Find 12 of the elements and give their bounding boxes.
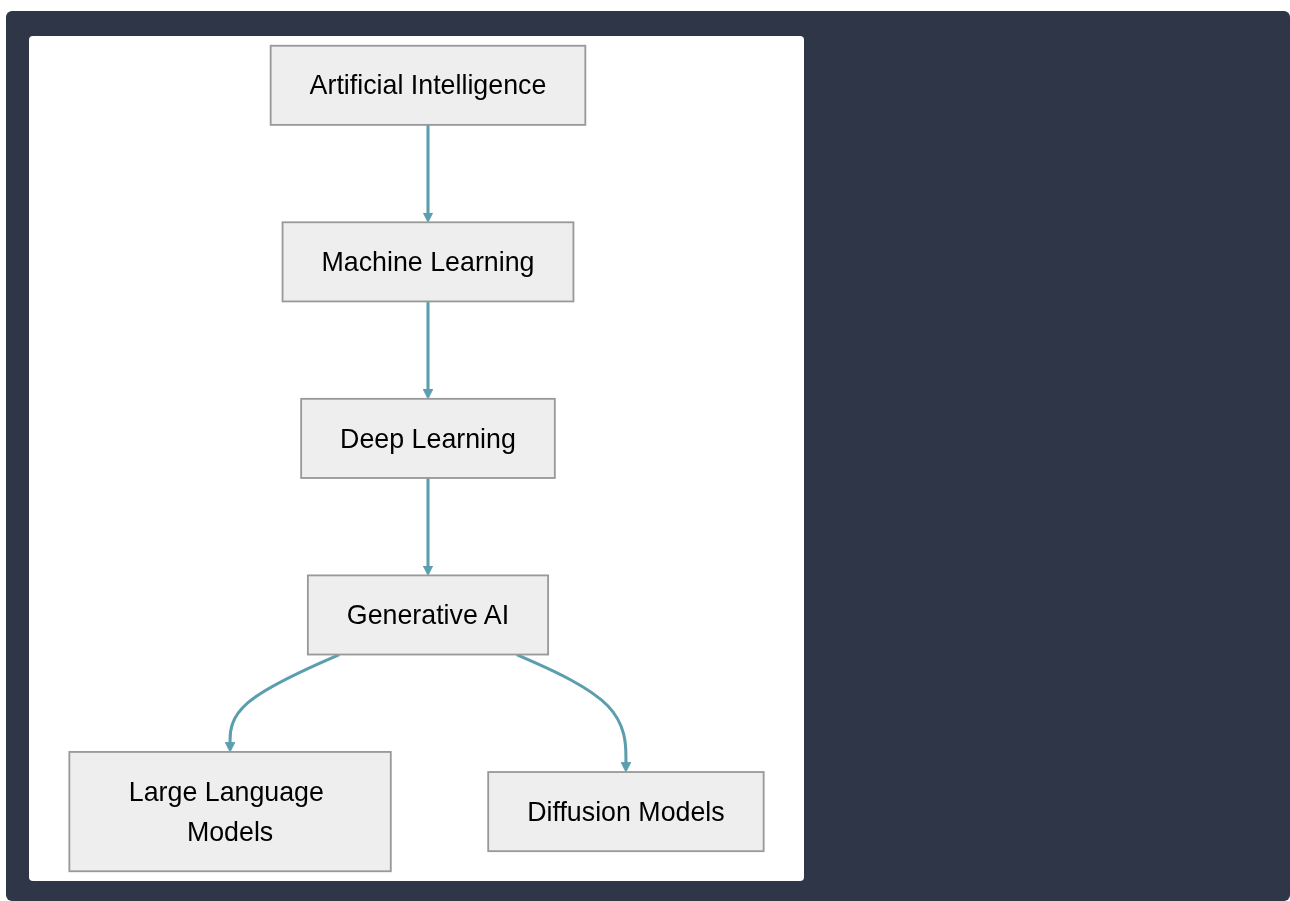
node-box — [306, 574, 550, 656]
arrow — [422, 124, 434, 223]
node-box — [269, 44, 587, 126]
diagram-panel: Artificial Intelligence Machine Learning Deep Learning Generative AI Large Language Models Diffusion Models — [29, 36, 804, 881]
arrow — [422, 478, 434, 576]
arrow — [224, 653, 340, 753]
node-box — [487, 771, 765, 853]
node-box — [281, 221, 575, 303]
node-box — [68, 751, 392, 873]
node-box — [300, 397, 556, 479]
arrow — [516, 653, 632, 773]
arrow — [422, 301, 434, 400]
